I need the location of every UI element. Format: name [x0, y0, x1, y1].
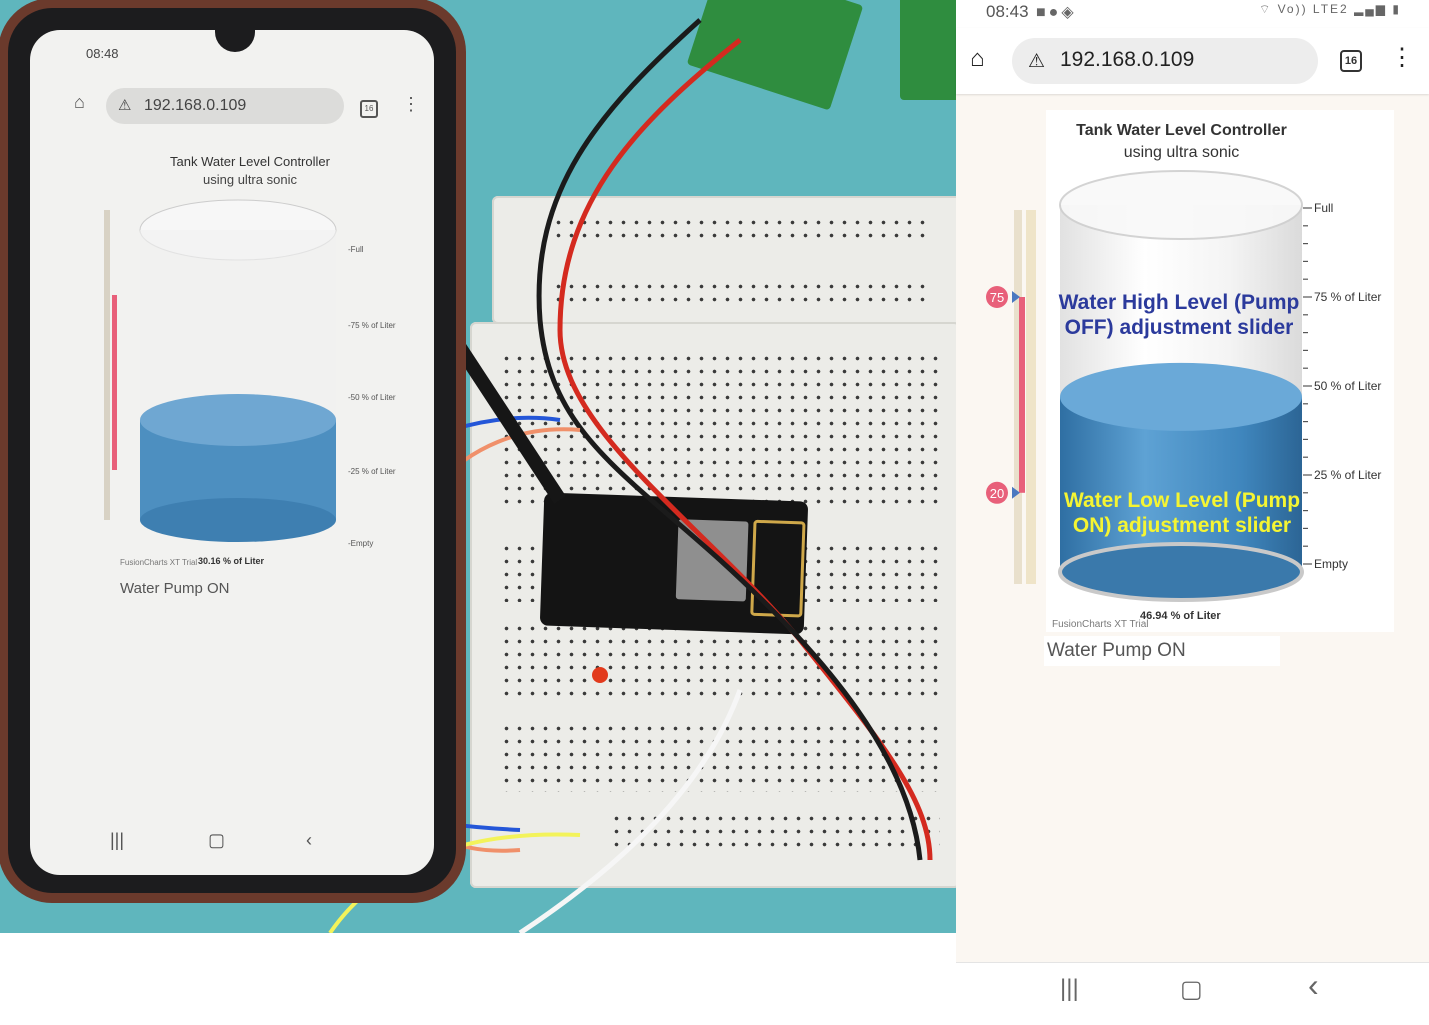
phone-warning-icon: ⚠ — [118, 97, 132, 114]
chart-watermark: FusionCharts XT Trial — [1052, 619, 1149, 630]
high-level-slider-annotation: Water High Level (Pump OFF) adjustment s… — [1058, 291, 1300, 339]
browser-toolbar: ⌂ ⚠ 192.168.0.109 16 ⋮ — [956, 28, 1429, 94]
scale-label: 25 % of Liter — [1314, 468, 1381, 482]
phone-scale-empty: -Empty — [348, 539, 373, 548]
low-level-value: 20 — [990, 486, 1004, 501]
scale-label: Empty — [1314, 557, 1348, 571]
back-icon[interactable]: ‹ — [1308, 967, 1319, 1003]
video-icon: ■ — [1036, 4, 1049, 21]
not-secure-warning-icon[interactable]: ⚠ — [1028, 51, 1046, 72]
phone-scale-full: -Full — [348, 245, 364, 254]
tab-switcher-button[interactable]: 16 — [1340, 50, 1362, 72]
phone-screen: 08:48 ⌂ ⚠ 192.168.0.109 16 ⋮ Tank Water … — [30, 30, 434, 875]
battery-icon: ▮ — [1392, 2, 1401, 16]
low-level-marker: 20 — [986, 481, 1020, 504]
breadboard-top — [492, 196, 956, 324]
tank-value-label: 46.94 % of Liter — [1140, 610, 1221, 622]
phone-status-time: 08:48 — [86, 46, 119, 61]
tank-base — [1058, 542, 1304, 602]
phone-watermark: FusionCharts XT Trial — [120, 558, 198, 567]
url-text[interactable]: 192.168.0.109 — [1060, 48, 1195, 71]
scale-label: 50 % of Liter — [1314, 379, 1381, 393]
camera-notch — [215, 30, 255, 52]
phone-home-nav-icon: ▢ — [208, 830, 226, 850]
power-module — [900, 0, 956, 100]
phone-tabs-icon: 16 — [360, 100, 378, 118]
phone-back-icon: ‹ — [306, 830, 312, 850]
shield-icon: ◈ — [1061, 4, 1077, 21]
status-time: 08:43 — [986, 2, 1029, 21]
high-level-marker: 75 — [986, 286, 1020, 308]
low-level-slider-annotation: Water Low Level (Pump ON) adjustment sli… — [1063, 489, 1301, 537]
account-icon: ● — [1048, 4, 1062, 21]
browser-screenshot: 08:43 ■●◈ ⌔ Vo)) LTE2 ▂▄▆ ▮ ⌂ ⚠ 192.168.… — [956, 0, 1429, 1025]
hardware-photo: 08:48 ⌂ ⚠ 192.168.0.109 16 ⋮ Tank Water … — [0, 0, 956, 933]
wifi-icon: ⌔ — [1258, 2, 1273, 16]
phone-device: 08:48 ⌂ ⚠ 192.168.0.109 16 ⋮ Tank Water … — [8, 8, 456, 893]
photo-bottom-margin — [0, 933, 956, 1024]
high-level-value: 75 — [990, 290, 1004, 305]
recents-icon[interactable]: ||| — [1060, 975, 1079, 1002]
phone-url-text: 192.168.0.109 — [144, 97, 247, 114]
pump-status-text: Water Pump ON — [1044, 636, 1280, 666]
chart-subtitle: using ultra sonic — [1123, 144, 1240, 161]
phone-pump-status: Water Pump ON — [120, 580, 230, 597]
phone-scale-25: -25 % of Liter — [348, 467, 396, 476]
water-surface — [1060, 362, 1302, 431]
slider-range-bar — [1019, 297, 1025, 493]
address-bar[interactable]: ⚠ 192.168.0.109 — [1012, 38, 1318, 84]
phone-url-bar: ⚠ 192.168.0.109 — [106, 88, 344, 124]
signal-text: Vo)) LTE2 — [1277, 2, 1349, 16]
phone-chart-title: Tank Water Level Controller — [170, 154, 330, 169]
home-icon[interactable]: ⌂ — [970, 45, 985, 72]
scale-label: Full — [1314, 201, 1333, 215]
phone-menu-icon: ⋮ — [402, 94, 420, 114]
signal-battery-icons: ⌔ Vo)) LTE2 ▂▄▆ ▮ — [1259, 2, 1401, 17]
scale-ticks: Full 75 % of Liter 50 % of Liter 25 % of Li… — [1303, 201, 1381, 571]
phone-chart-subtitle: using ultra sonic — [203, 172, 297, 187]
status-notification-icons: ■●◈ — [1036, 2, 1077, 22]
phone-tank-gauge: 75 20 -Full -75 % of Liter -50 % of Lite… — [104, 199, 396, 548]
slider-scale — [1026, 210, 1036, 584]
phone-scale-50: -50 % of Liter — [348, 393, 396, 402]
slider-track — [1014, 210, 1022, 584]
phone-home-icon: ⌂ — [74, 92, 85, 112]
phone-recents-icon: ||| — [110, 830, 125, 850]
status-bar: 08:43 ■●◈ ⌔ Vo)) LTE2 ▂▄▆ ▮ — [956, 0, 1429, 28]
signal-icon: ▂▄▆ — [1354, 2, 1388, 16]
phone-value-label: 30.16 % of Liter — [198, 556, 265, 566]
chart-title: Tank Water Level Controller — [1076, 122, 1287, 139]
tank-gauge: Full 75 % of Liter 50 % of Liter 25 % of Li… — [986, 170, 1381, 602]
scale-label: 75 % of Liter — [1314, 290, 1381, 304]
tank-top-rim — [1059, 170, 1303, 240]
home-nav-icon[interactable]: ▢ — [1180, 976, 1203, 1003]
android-nav-bar: ||| ▢ ‹ — [956, 962, 1429, 1025]
phone-scale-75: -75 % of Liter — [348, 321, 396, 330]
